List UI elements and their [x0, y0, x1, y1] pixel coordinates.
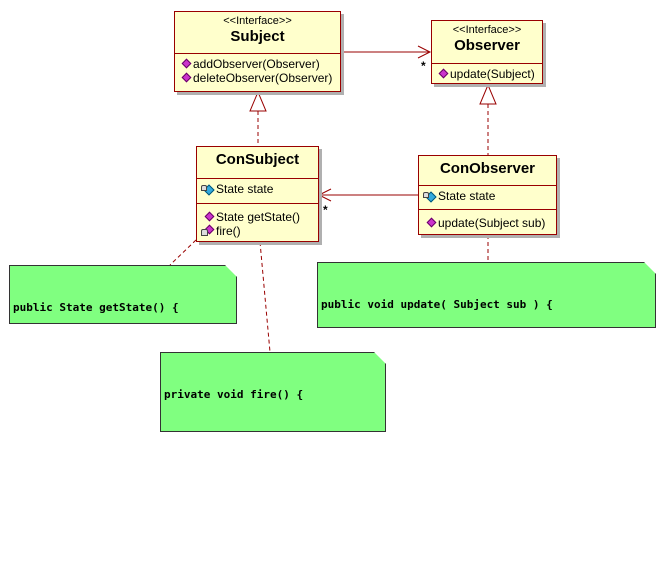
- private-operation-icon: [201, 226, 215, 236]
- subject-header: <<Interface>> Subject: [175, 12, 340, 53]
- conobserver-attributes: State state: [419, 185, 556, 209]
- observer-operations: update(Subject): [432, 63, 542, 81]
- subject-observer-arrowhead: [417, 45, 432, 59]
- consubject-name: ConSubject: [215, 151, 300, 168]
- consubject-class[interactable]: ConSubject State state State getState() …: [196, 146, 319, 242]
- code-line: }: [164, 523, 171, 536]
- conobserver-class[interactable]: ConObserver State state update(Subject s…: [418, 155, 557, 235]
- operation-item[interactable]: deleteObserver(Observer): [182, 71, 340, 85]
- code-line: public void update( Subject sub ) {: [321, 298, 553, 311]
- conobserver-consubject-arrowhead: [317, 188, 332, 202]
- public-operation-icon: [439, 69, 449, 79]
- private-attribute-icon: [423, 191, 437, 201]
- operation-label: update(Subject sub): [438, 216, 546, 230]
- public-operation-icon: [205, 212, 215, 222]
- operation-item[interactable]: addObserver(Observer): [182, 57, 340, 71]
- getstate-code-note[interactable]: public State getState() { return state; …: [9, 265, 237, 324]
- conobserver-realization-triangle: [479, 83, 497, 105]
- operation-item[interactable]: fire(): [201, 224, 318, 238]
- operation-item[interactable]: update(Subject sub): [427, 216, 556, 230]
- attribute-label: State state: [216, 182, 274, 196]
- attribute-item[interactable]: State state: [201, 182, 318, 196]
- operation-item[interactable]: update(Subject): [439, 67, 542, 81]
- code-line: public State getState() {: [13, 301, 179, 314]
- public-operation-icon: [182, 73, 192, 83]
- update-code-note[interactable]: public void update( Subject sub ) { stat…: [317, 262, 656, 328]
- consubject-operations: State getState() fire(): [197, 203, 318, 238]
- observer-stereotype: <<Interface>>: [452, 24, 522, 36]
- consubject-multiplicity: *: [323, 203, 328, 217]
- operation-label: update(Subject): [450, 67, 535, 81]
- subject-operations: addObserver(Observer) deleteObserver(Obs…: [175, 53, 340, 85]
- operation-label: deleteObserver(Observer): [193, 71, 333, 85]
- operation-label: State getState(): [216, 210, 301, 224]
- connector-layer: [169, 45, 497, 353]
- observer-name: Observer: [454, 37, 520, 54]
- attribute-label: State state: [438, 189, 496, 203]
- code-line: private void fire() {: [164, 388, 304, 401]
- public-operation-icon: [427, 218, 437, 228]
- uml-class-diagram: <<Interface>> Subject addObserver(Observ…: [0, 0, 669, 442]
- operation-label: fire(): [216, 224, 241, 238]
- observer-header: <<Interface>> Observer: [432, 21, 542, 63]
- conobserver-header: ConObserver: [419, 156, 556, 185]
- private-attribute-icon: [201, 184, 215, 194]
- conobserver-operations: update(Subject sub): [419, 209, 556, 230]
- subject-name: Subject: [230, 28, 285, 45]
- consubject-attributes: State state: [197, 178, 318, 203]
- fire-code-note[interactable]: private void fire() { for alle observere…: [160, 352, 386, 432]
- subject-stereotype: <<Interface>>: [223, 15, 292, 27]
- subject-interface[interactable]: <<Interface>> Subject addObserver(Observ…: [174, 11, 341, 92]
- fire-note-anchor: [259, 241, 271, 353]
- observer-interface[interactable]: <<Interface>> Observer update(Subject): [431, 20, 543, 84]
- consubject-header: ConSubject: [197, 147, 318, 178]
- attribute-item[interactable]: State state: [423, 189, 556, 203]
- getstate-note-anchor: [169, 239, 197, 266]
- operation-item[interactable]: State getState(): [201, 210, 318, 224]
- operation-label: addObserver(Observer): [193, 57, 320, 71]
- consubject-realization-triangle: [249, 90, 267, 112]
- code-line: obs.update( this );: [164, 478, 317, 491]
- subject-observer-multiplicity: *: [421, 59, 426, 73]
- public-operation-icon: [182, 59, 192, 69]
- conobserver-name: ConObserver: [439, 160, 536, 177]
